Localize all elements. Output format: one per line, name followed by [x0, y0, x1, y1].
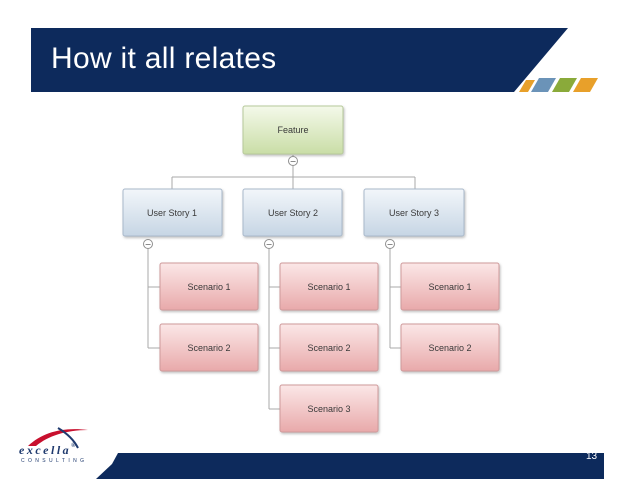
user-story-node-2: User Story 2 [242, 188, 343, 237]
header-banner [31, 28, 598, 92]
svg-text:−: − [290, 157, 297, 166]
user-story-node-1: User Story 1 [122, 188, 223, 237]
stripe-orange [519, 80, 535, 92]
collapse-toggle-feature[interactable]: − [288, 156, 298, 167]
stripe-blue [531, 78, 556, 92]
logo-subtext: CONSULTING [21, 458, 88, 464]
footer-bar [96, 453, 604, 479]
scenario-node: Scenario 2 [400, 323, 500, 372]
logo-swoosh-icon [28, 427, 88, 449]
scenario-label: Scenario 3 [307, 404, 350, 414]
scenario-label: Scenario 1 [187, 282, 230, 292]
scenario-node: Scenario 2 [279, 323, 379, 372]
svg-text:−: − [266, 240, 273, 249]
scenario-node: Scenario 2 [159, 323, 259, 372]
svg-text:−: − [145, 240, 152, 249]
scenario-label: Scenario 1 [307, 282, 350, 292]
excella-logo: excella® CONSULTING [18, 424, 102, 470]
scenario-label: Scenario 1 [428, 282, 471, 292]
user-story-label: User Story 1 [147, 208, 197, 218]
scenario-node: Scenario 1 [279, 262, 379, 311]
user-story-label: User Story 3 [389, 208, 439, 218]
feature-label: Feature [277, 125, 308, 135]
svg-text:−: − [387, 240, 394, 249]
stripe-green [552, 78, 577, 92]
user-story-label: User Story 2 [268, 208, 318, 218]
scenario-label: Scenario 2 [187, 343, 230, 353]
collapse-toggle-story-1[interactable]: − [143, 239, 153, 250]
logo-wordmark: excella® [19, 443, 79, 457]
scenario-node: Scenario 1 [159, 262, 259, 311]
scenario-label: Scenario 2 [307, 343, 350, 353]
collapse-toggle-story-3[interactable]: − [385, 239, 395, 250]
collapse-toggle-story-2[interactable]: − [264, 239, 274, 250]
scenario-node: Scenario 3 [279, 384, 379, 433]
feature-node: Feature [242, 105, 344, 155]
stripe-orange-2 [573, 78, 598, 92]
user-story-node-3: User Story 3 [363, 188, 465, 237]
page-number: 13 [586, 451, 598, 462]
page-title: How it all relates [51, 42, 277, 75]
scenario-label: Scenario 2 [428, 343, 471, 353]
scenario-node: Scenario 1 [400, 262, 500, 311]
